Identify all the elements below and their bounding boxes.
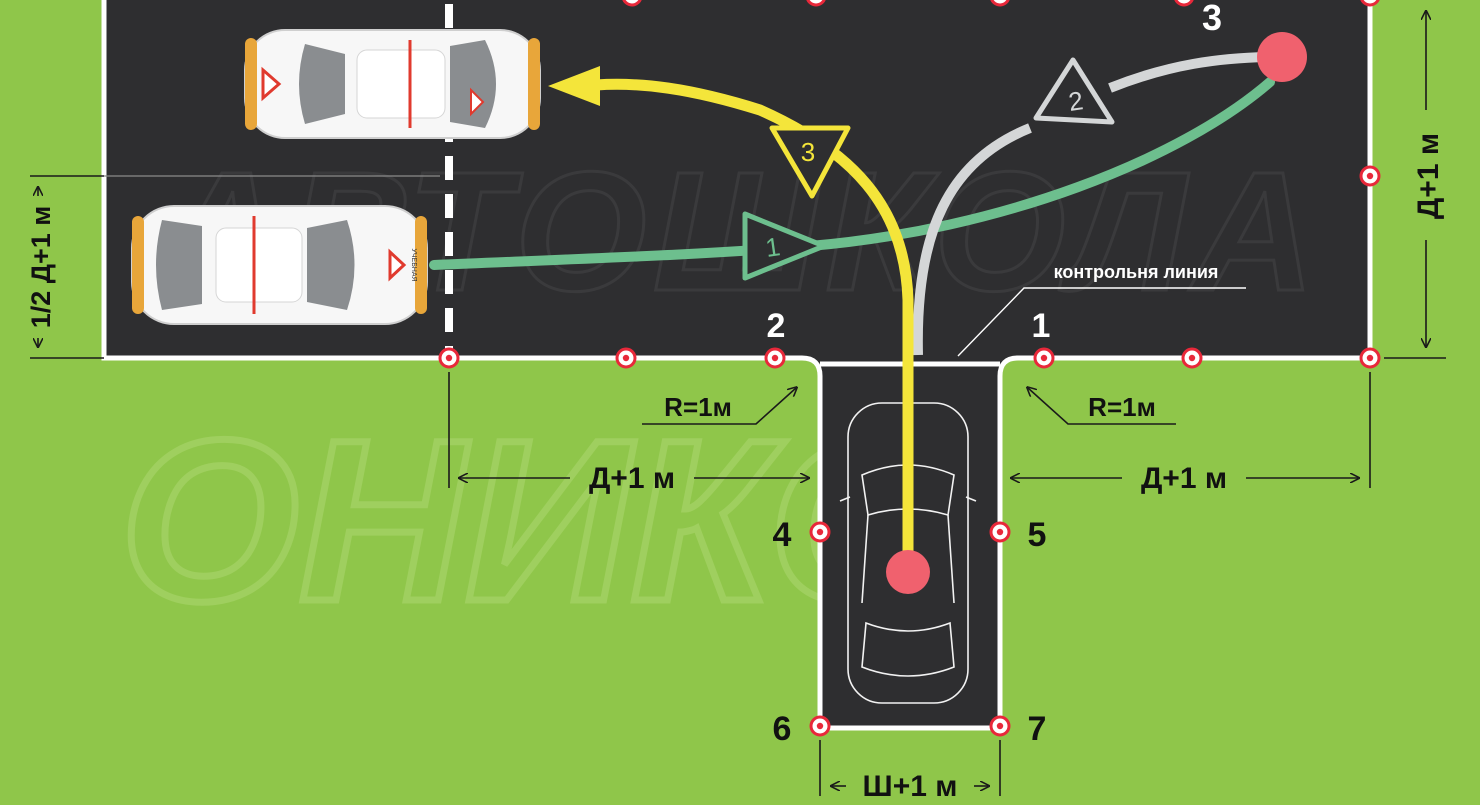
dimension-left: [448, 372, 808, 488]
cone-marker-2: [764, 347, 786, 369]
cone-marker: [1173, 0, 1195, 7]
dimension-label-vertical: Д+1 м: [1412, 133, 1445, 219]
watermark-logo: ОНИКС: [120, 392, 938, 649]
path-yellow: [595, 78, 914, 567]
dimension-label-left: Д+1 м: [589, 462, 675, 495]
point-label-3: 3: [1202, 0, 1222, 38]
cone-marker: [438, 347, 460, 369]
cone-marker: [621, 0, 643, 7]
dimension-right: [1012, 372, 1371, 488]
car-sign-text: УЧЕБНАЯ: [410, 248, 417, 281]
dimension-label-right: Д+1 м: [1141, 462, 1227, 495]
step-marker-3: 3: [769, 125, 851, 199]
cone-marker: [615, 347, 637, 369]
radius-callout-right: R=1м: [1028, 388, 1176, 425]
point-label-4: 4: [773, 516, 792, 554]
target-point-top: [1257, 32, 1307, 82]
cone-marker-5: [989, 521, 1011, 543]
asphalt-area: [104, 0, 1370, 728]
dimension-width: [819, 740, 1001, 796]
point-label-7: 7: [1028, 710, 1047, 748]
cone-marker-6: [809, 715, 831, 737]
parked-car-middle: УЧЕБНАЯ: [131, 205, 428, 325]
step-marker-2: 2: [1033, 57, 1115, 125]
dimension-half: [30, 175, 104, 359]
dimension-vertical: [1384, 12, 1446, 359]
cone-marker-7: [989, 715, 1011, 737]
point-label-1: 1: [1032, 307, 1051, 345]
cone-marker: [1359, 347, 1381, 369]
cone-marker: [1359, 0, 1381, 7]
step-label-2: 2: [1066, 85, 1085, 117]
cone-marker: [1181, 347, 1203, 369]
dimension-label-half: 1/2 Д+1 м: [26, 206, 56, 329]
cone-marker-1: [1033, 347, 1055, 369]
radius-label-right: R=1м: [1088, 392, 1156, 422]
point-label-2: 2: [767, 307, 786, 345]
radius-label-left: R=1м: [664, 392, 732, 422]
cone-marker: [989, 0, 1011, 7]
path-gray-lower: [912, 123, 1032, 356]
step-label-3: 3: [801, 137, 815, 167]
yellow-arrow-head: [548, 66, 600, 106]
dimension-label-width: Ш+1 м: [863, 770, 958, 800]
cone-marker: [1359, 165, 1381, 187]
road-boundary: [101, 0, 1373, 731]
path-gray-upper: [1108, 52, 1269, 93]
point-label-6: 6: [773, 710, 792, 748]
control-line-callout: контрольня линия: [957, 262, 1246, 357]
radius-callout-left: R=1м: [642, 388, 796, 425]
target-point-bay: [886, 550, 930, 594]
cone-marker-4: [809, 521, 831, 543]
control-line-label: контрольня линия: [1054, 262, 1219, 282]
parked-car-top: [244, 29, 541, 139]
point-label-5: 5: [1028, 516, 1047, 554]
step-label-1: 1: [763, 231, 782, 263]
step-marker-1: 1: [742, 211, 827, 281]
cone-marker: [805, 0, 827, 7]
